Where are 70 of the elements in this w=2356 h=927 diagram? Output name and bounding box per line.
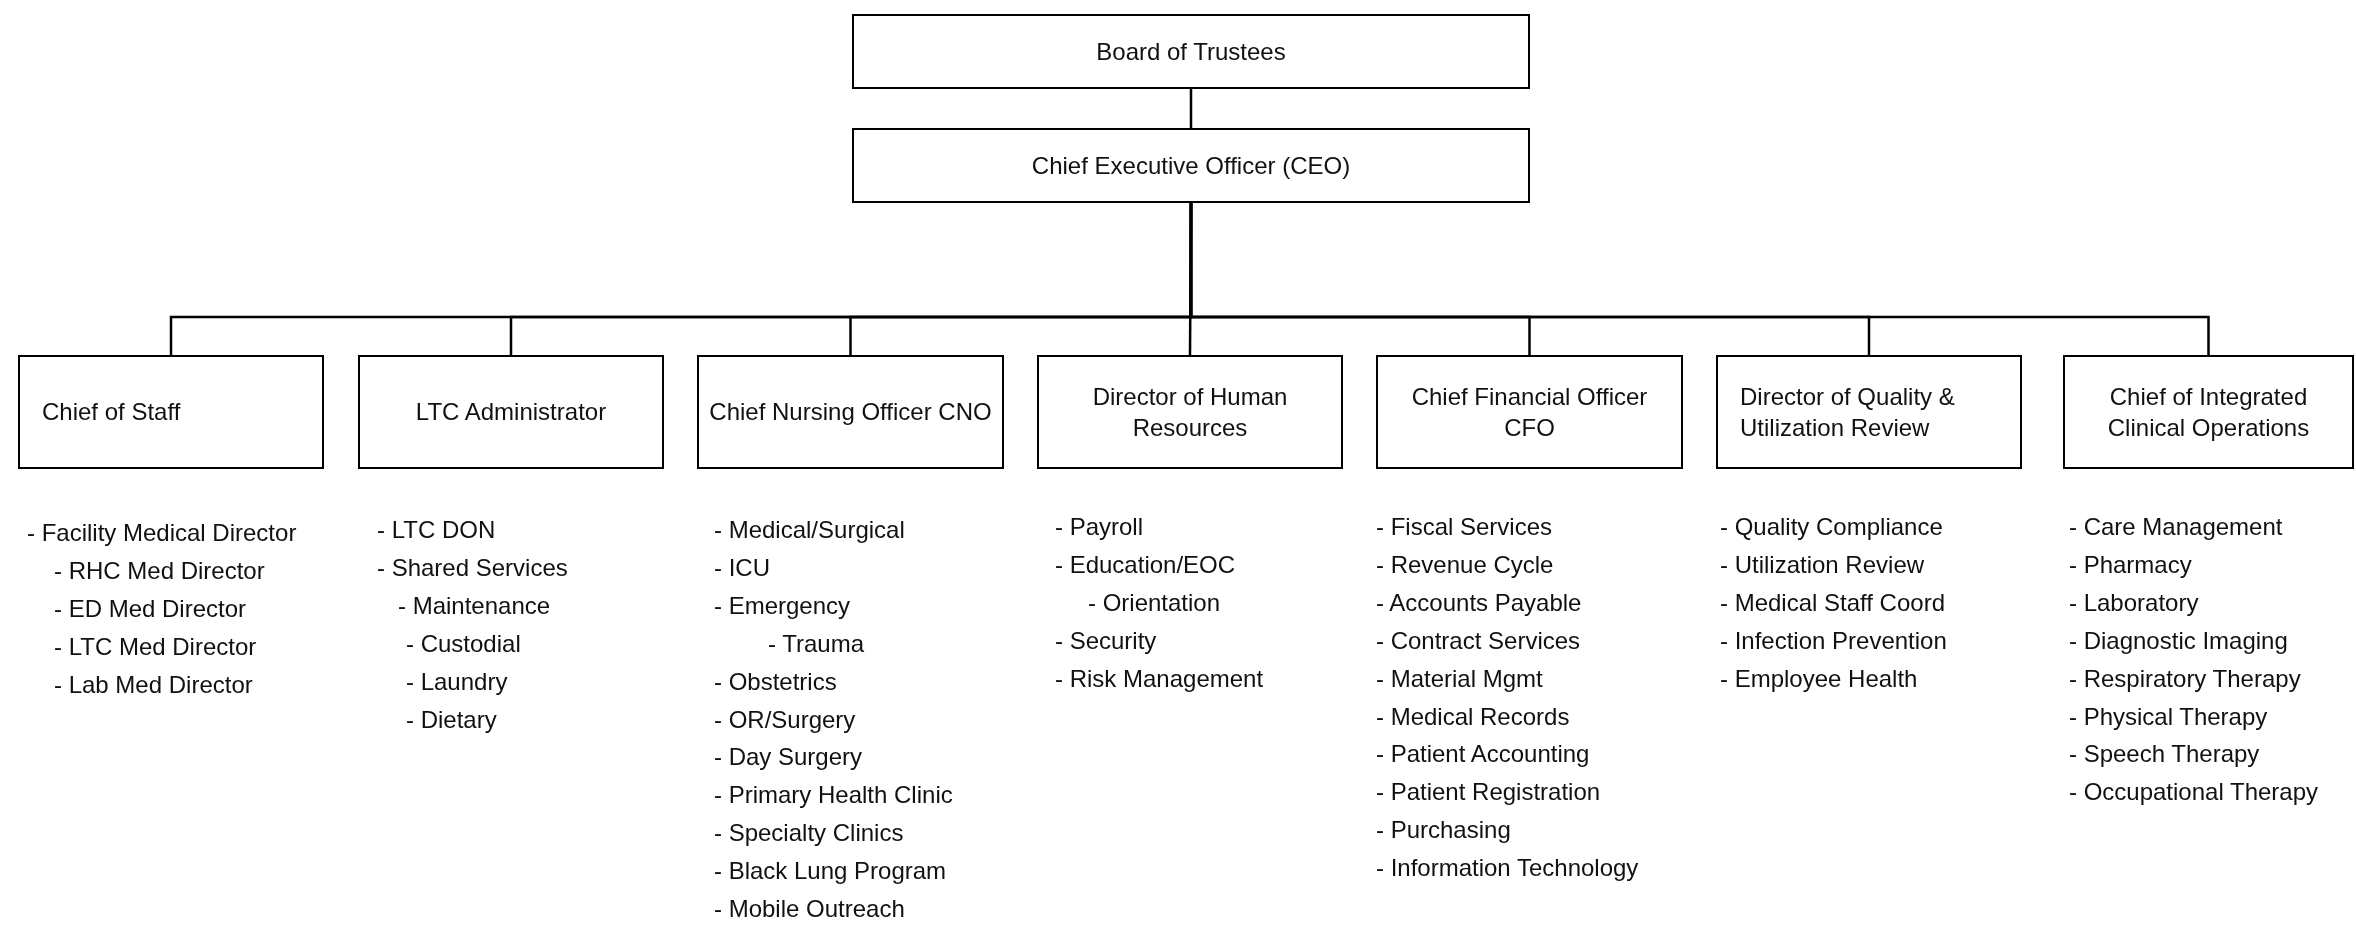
department-item: - Purchasing <box>1376 818 1511 843</box>
department-item: - Emergency <box>714 593 851 618</box>
department-item: - Education/EOC <box>1055 552 1236 577</box>
department-item: - Laundry <box>406 669 508 694</box>
department-item: - Primary Health Clinic <box>714 783 953 808</box>
department-item: - Orientation <box>1088 590 1221 615</box>
department-item: - Revenue Cycle <box>1376 552 1554 577</box>
role-title: Director of Quality & Utilization Review <box>1740 381 1956 443</box>
department-item: - Pharmacy <box>2069 552 2192 577</box>
role-title: Director of Human Resources <box>1091 381 1289 443</box>
department-item: - Day Surgery <box>714 745 863 770</box>
department-item: - Risk Management <box>1055 666 1264 691</box>
department-item: - Specialty Clinics <box>714 821 904 846</box>
role-title: Board of Trustees <box>1096 36 1286 67</box>
department-item: - Care Management <box>2069 515 2283 539</box>
role-title: Chief Nursing Officer CNO <box>709 397 992 428</box>
department-item: - Accounts Payable <box>1376 590 1582 615</box>
department-item: - Utilization Review <box>1720 552 1925 577</box>
org-box <box>852 128 1530 203</box>
department-item: - Medical/Surgical <box>714 518 905 542</box>
department-item: - Medical Records <box>1376 704 1570 729</box>
department-item: - Dietary <box>406 707 497 732</box>
connector-line <box>1189 203 2210 355</box>
department-item: - Physical Therapy <box>2069 704 2268 729</box>
department-item: - Quality Compliance <box>1720 515 1943 539</box>
org-box <box>18 355 324 469</box>
department-item: - Fiscal Services <box>1376 515 1553 539</box>
department-item: - Shared Services <box>377 555 568 580</box>
department-item: - OR/Surgery <box>714 707 856 732</box>
department-item: - Custodial <box>406 631 521 656</box>
org-box <box>1716 355 2022 469</box>
role-title: Chief Financial Officer CFO <box>1410 381 1649 443</box>
department-item: - Black Lung Program <box>714 859 947 884</box>
department-item: - LTC Med Director <box>54 634 257 659</box>
department-item: - Material Mgmt <box>1376 666 1543 691</box>
connector-line <box>1189 89 1193 128</box>
department-item: - RHC Med Director <box>54 558 265 583</box>
department-item: - Obstetrics <box>714 669 837 694</box>
department-item: - ICU <box>714 555 770 580</box>
department-item: - Occupational Therapy <box>2069 780 2319 805</box>
department-item: - Respiratory Therapy <box>2069 666 2301 691</box>
role-title: Chief of Staff <box>42 397 181 428</box>
org-box <box>358 355 664 469</box>
department-item: - Maintenance <box>398 593 551 618</box>
department-item: - Patient Registration <box>1376 780 1601 805</box>
role-title: Chief Executive Officer (CEO) <box>1031 150 1351 181</box>
department-item: - Lab Med Director <box>54 672 253 697</box>
department-item: - Trauma <box>768 631 865 656</box>
department-item: - LTC DON <box>377 518 496 542</box>
org-box <box>1037 355 1343 469</box>
role-title: Chief of Integrated Clinical Operations <box>2106 381 2311 443</box>
department-item: - Security <box>1055 628 1157 653</box>
department-item: - Information Technology <box>1376 856 1639 881</box>
department-item: - Patient Accounting <box>1376 742 1590 767</box>
department-item: - Facility Medical Director <box>27 521 297 545</box>
department-item: - Laboratory <box>2069 590 2199 615</box>
department-item: - Infection Prevention <box>1720 628 1947 653</box>
department-item: - Contract Services <box>1376 628 1581 653</box>
department-item: - Speech Therapy <box>2069 742 2260 767</box>
department-item: - Medical Staff Coord <box>1720 590 1945 615</box>
department-item: - Diagnostic Imaging <box>2069 628 2288 653</box>
department-item: - ED Med Director <box>54 596 247 621</box>
role-title: LTC Administrator <box>415 397 607 428</box>
department-item: - Payroll <box>1055 515 1144 539</box>
org-box <box>852 14 1530 89</box>
org-box <box>2063 355 2354 469</box>
department-item: - Employee Health <box>1720 666 1918 691</box>
org-box <box>697 355 1004 469</box>
org-box <box>1376 355 1683 469</box>
department-item: - Mobile Outreach <box>714 897 905 921</box>
